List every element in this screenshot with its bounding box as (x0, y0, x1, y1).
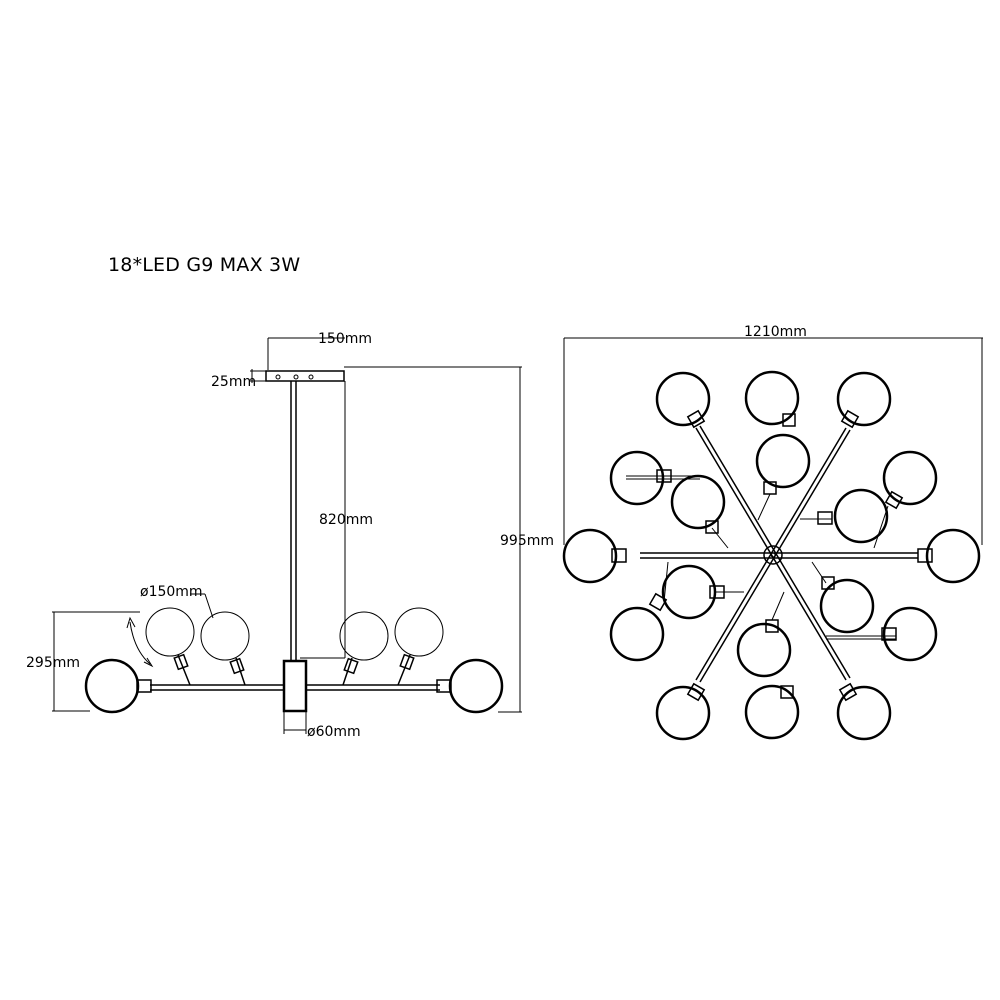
globe (661, 564, 717, 620)
dim-globe-diameter: ø150mm (140, 584, 203, 600)
globe (609, 450, 665, 506)
globe (833, 488, 889, 544)
globe (925, 528, 981, 584)
globe (882, 606, 938, 662)
globe (200, 611, 250, 661)
dim-overall-width: 1210mm (744, 324, 807, 340)
globe (736, 622, 792, 678)
globe (882, 450, 938, 506)
spec-title: 18*LED G9 MAX 3W (108, 254, 301, 276)
side-view: 150mm 25mm 820mm 995mm ø60mm (26, 331, 554, 740)
center-hub (763, 545, 783, 565)
globe (448, 658, 504, 714)
canopy (265, 370, 345, 382)
globe (84, 658, 140, 714)
globe (836, 685, 892, 741)
globe (655, 371, 711, 427)
dim-canopy-width: 150mm (318, 331, 372, 347)
center-body (282, 659, 308, 713)
globe (819, 578, 875, 634)
globe (744, 684, 800, 740)
globe (836, 371, 892, 427)
dim-fixture-height: 295mm (26, 655, 80, 671)
globe (145, 607, 195, 657)
globe (670, 474, 726, 530)
dim-rod-length: 820mm (319, 512, 373, 528)
globe (655, 685, 711, 741)
dim-canopy-height: 25mm (211, 374, 256, 390)
globe (744, 370, 800, 426)
globe (609, 606, 665, 662)
dim-total-height: 995mm (500, 533, 554, 549)
globe (755, 433, 811, 489)
dim-body-diameter: ø60mm (307, 724, 361, 740)
globe (562, 528, 618, 584)
globe (339, 611, 389, 661)
top-view: 1210mm (562, 324, 983, 741)
globe (394, 607, 444, 657)
